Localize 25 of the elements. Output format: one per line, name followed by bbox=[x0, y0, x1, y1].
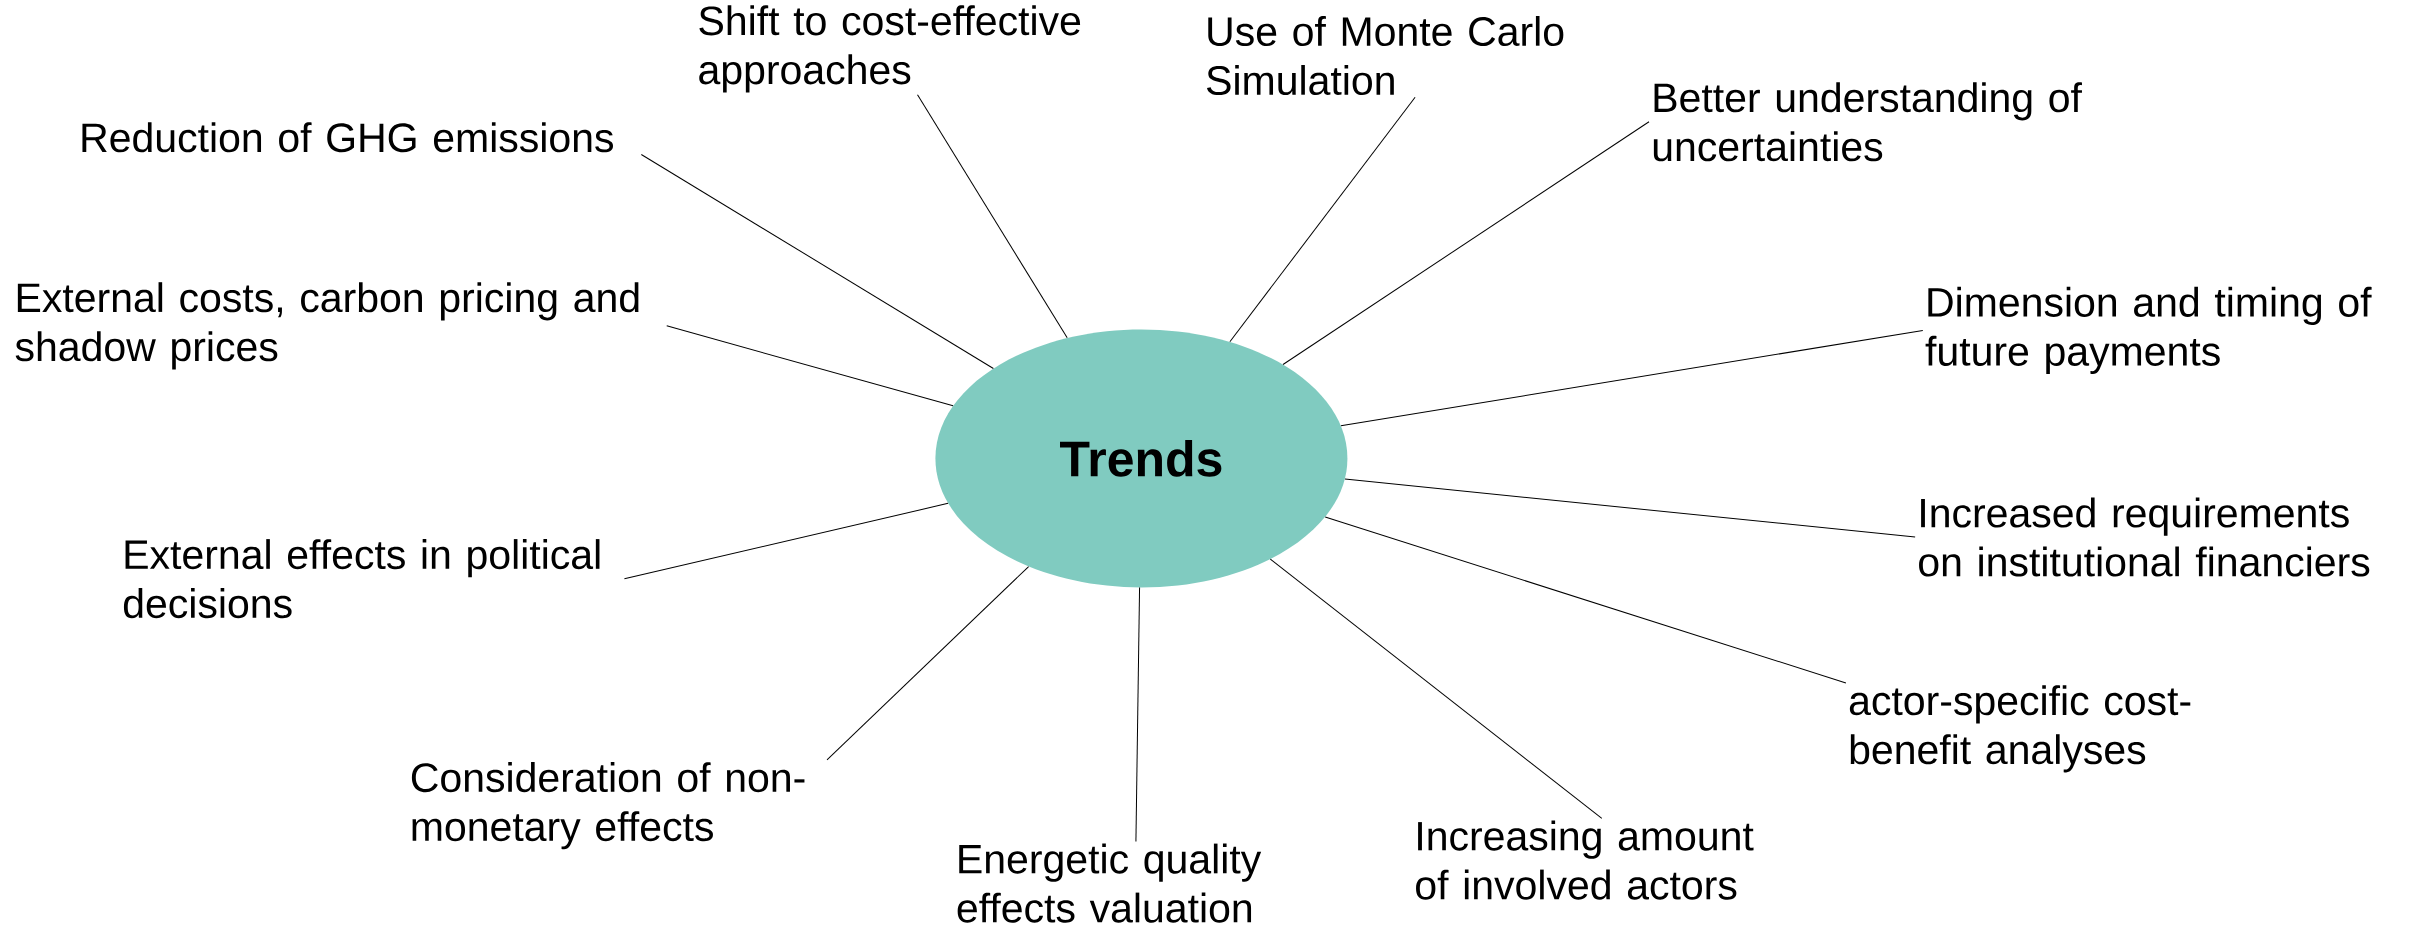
connector-line bbox=[1324, 516, 1847, 684]
connector-line bbox=[1229, 96, 1416, 343]
trend-label: Increased requirements on institutional financiers bbox=[1919, 497, 2370, 577]
trend-label: Consideration of non-monetary effects bbox=[411, 762, 805, 850]
trend-label: Shift to cost-effective approaches bbox=[699, 5, 1081, 93]
connector-line bbox=[623, 502, 949, 580]
connector-line bbox=[1135, 587, 1141, 842]
connector-line bbox=[1269, 558, 1603, 819]
connector-line bbox=[917, 94, 1068, 339]
connector-line bbox=[1282, 121, 1650, 365]
ellipse-node: Trends bbox=[935, 329, 1348, 588]
trend-label: Increasing amount of involved actors bbox=[1416, 820, 1754, 900]
trend-label: Reduction of GHG emissions bbox=[82, 122, 613, 153]
trend-label: External costs, carbon pricing and shadow prices bbox=[15, 282, 639, 370]
connector-line bbox=[640, 154, 994, 369]
trend-label: External effects in political decisions bbox=[123, 539, 600, 619]
trend-label: Better understanding of uncertainties bbox=[1653, 82, 2082, 162]
trend-label: Dimension and timing of future payments bbox=[1925, 286, 2372, 374]
trend-label: actor-specific cost-benefit analyses bbox=[1849, 685, 2191, 773]
connector-line bbox=[1340, 329, 1924, 427]
connector-line bbox=[666, 325, 954, 407]
connector-line bbox=[1344, 478, 1916, 538]
trend-label: Use of Monte Carlo Simulation bbox=[1207, 16, 1564, 96]
connector-line bbox=[826, 566, 1030, 761]
trend-label: Energetic quality effects valuation bbox=[957, 843, 1262, 923]
